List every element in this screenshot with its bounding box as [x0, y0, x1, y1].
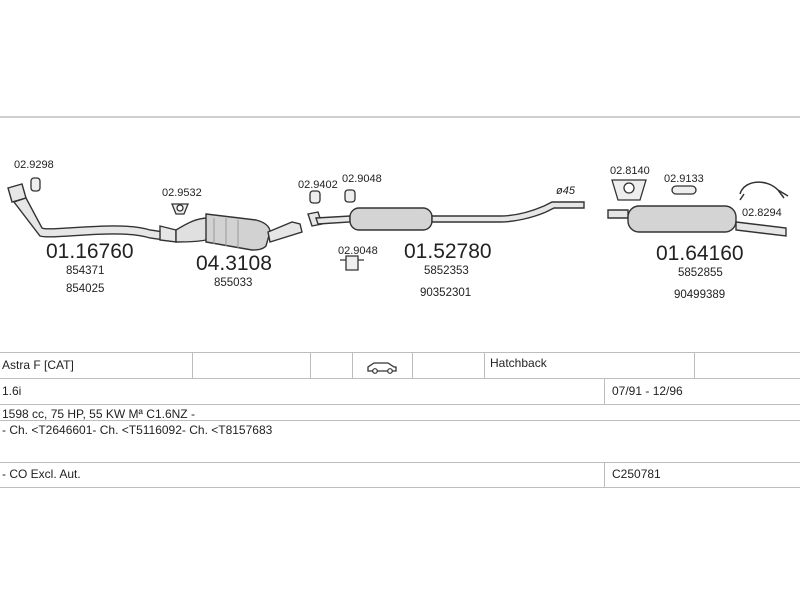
part-ref-number: 854025 — [66, 283, 104, 295]
accessory-code-label: 02.9048 — [342, 173, 382, 185]
catalog-code-cell: C250781 — [612, 467, 661, 481]
table-divider — [352, 353, 353, 379]
rubber-mount-part — [611, 179, 647, 201]
table-divider — [310, 353, 311, 379]
chassis-range-cell: - Ch. <T2646601- Ch. <T5116092- Ch. <T81… — [2, 423, 273, 437]
car-icon — [367, 362, 397, 374]
exhaust-system-diagram: 02.9298 02.9532 02.9402 02.9048 02.9048 … — [7, 159, 789, 301]
accessory-code-label: 02.9298 — [14, 159, 54, 171]
part-main-code: 01.52780 — [404, 240, 492, 263]
clamp-part-upper — [309, 189, 356, 204]
part-ref-number: 854371 — [66, 265, 104, 277]
accessory-code-label: 02.9133 — [664, 173, 704, 185]
table-divider — [192, 353, 193, 379]
engine-cell: 1.6i — [2, 384, 22, 398]
table-row: Astra F [CAT] Hatchback — [0, 352, 800, 379]
hanger-strap-part — [671, 185, 697, 195]
top-border — [0, 116, 800, 118]
part-ref-number: 90352301 — [420, 287, 471, 299]
table-row: - CO Excl. Aut. C250781 — [0, 462, 800, 488]
table-divider — [604, 463, 605, 487]
table-row: 1.6i 07/91 - 12/96 — [0, 378, 800, 405]
table-row: - Ch. <T2646601- Ch. <T5116092- Ch. <T81… — [0, 420, 800, 445]
engine-spec-cell: 1598 cc, 75 HP, 55 KW Mª C1.6NZ - — [2, 407, 195, 421]
table-divider — [484, 353, 485, 379]
rear-silencer-part — [607, 205, 787, 237]
front-pipe-part — [7, 183, 165, 241]
part-main-code: 04.3108 — [196, 252, 272, 275]
table-divider — [604, 379, 605, 405]
part-ref-number: 5852353 — [424, 265, 469, 277]
table-divider — [694, 353, 695, 379]
table-divider — [412, 353, 413, 379]
table-row: 1598 cc, 75 HP, 55 KW Mª C1.6NZ - — [0, 404, 800, 421]
flange-gasket-part — [171, 203, 189, 215]
notes-cell: - CO Excl. Aut. — [2, 467, 81, 481]
pipe-diameter-note: ø45 — [556, 185, 576, 197]
part-ref-number: 90499389 — [674, 289, 725, 301]
rear-hanger-part — [739, 181, 789, 201]
body-type-cell: Hatchback — [490, 356, 547, 370]
middle-silencer-part — [307, 201, 585, 231]
accessory-code-label: 02.9532 — [162, 187, 202, 199]
part-ref-number: 855033 — [214, 277, 252, 289]
part-ref-number: 5852855 — [678, 267, 723, 279]
part-main-code: 01.64160 — [656, 242, 744, 265]
model-cell: Astra F [CAT] — [2, 358, 74, 372]
accessory-code-label: 02.8140 — [610, 165, 650, 177]
production-period-cell: 07/91 - 12/96 — [612, 384, 683, 398]
accessory-code-label: 02.8294 — [742, 207, 782, 219]
accessory-code-label: 02.9402 — [298, 179, 338, 191]
front-pipe-body — [12, 197, 165, 241]
clamp-ring-part — [30, 177, 41, 192]
part-main-code: 01.16760 — [46, 240, 134, 263]
catalytic-converter-part — [159, 213, 303, 251]
accessory-code-label: 02.9048 — [338, 245, 378, 257]
clamp-part-lower — [340, 255, 364, 271]
